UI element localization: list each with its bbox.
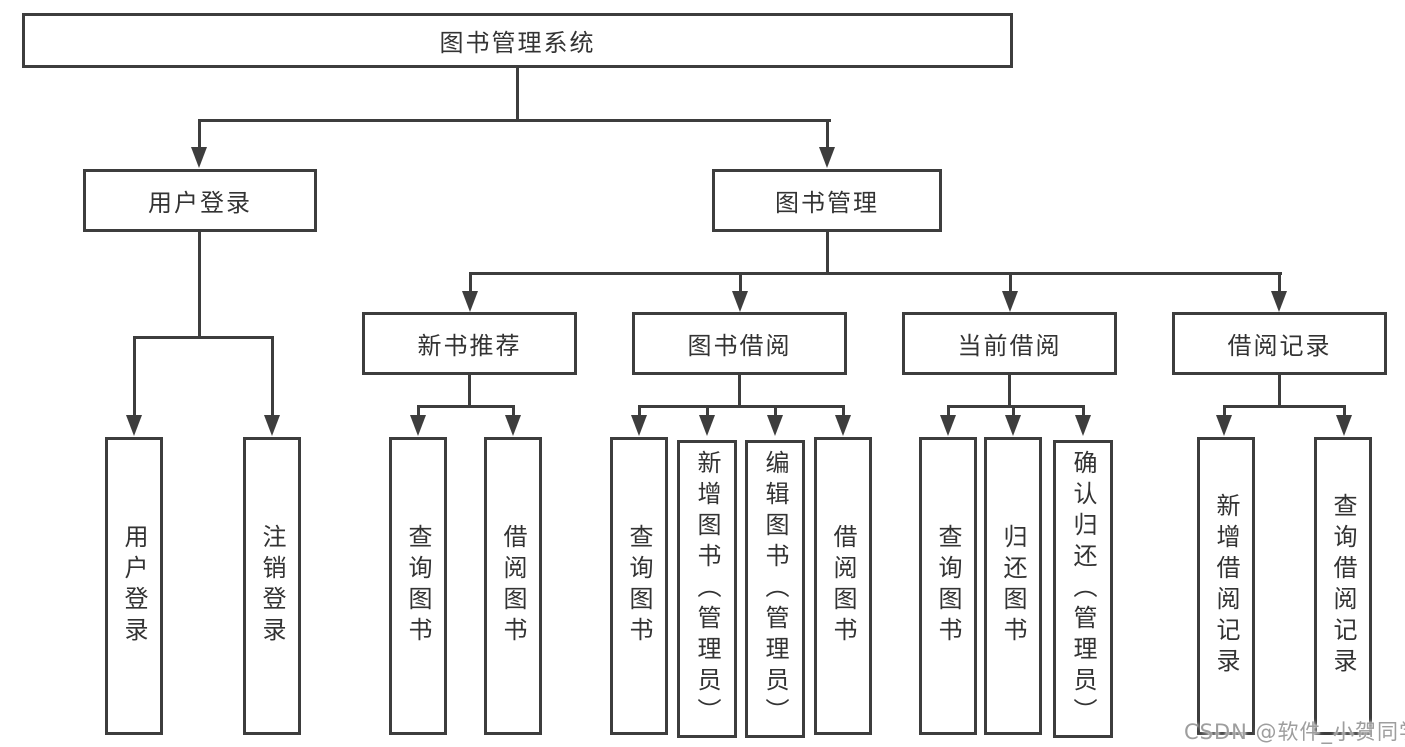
leaf-user-login-label: 用户登录: [120, 524, 148, 648]
node-book-mgmt-label: 图书管理: [775, 189, 879, 217]
arrowhead-to-current-borrow: [1002, 272, 1018, 312]
arrowhead-to-logout-leaf: [264, 336, 280, 436]
leaf-bb-edit-book-admin: 编辑图书（管理员）: [745, 440, 805, 738]
arrowhead-to-new-book: [462, 272, 478, 312]
node-current-borrow: 当前借阅: [902, 312, 1117, 375]
node-user-login: 用户登录: [83, 169, 317, 232]
connector-new-book-hline: [417, 405, 514, 408]
leaf-bb-query-book: 查询图书: [610, 437, 668, 735]
leaf-cb-return-book: 归还图书: [984, 437, 1042, 735]
connector-borrow-record-stem: [1278, 374, 1281, 407]
arrowhead-bb-edit: [767, 405, 783, 436]
connector-root-stem: [516, 67, 519, 120]
arrowhead-to-book-mgmt: [819, 119, 835, 168]
node-user-login-label: 用户登录: [148, 189, 252, 217]
node-new-book-recommend-label: 新书推荐: [417, 332, 522, 360]
leaf-nb-borrow-book: 借阅图书: [484, 437, 542, 735]
node-root: 图书管理系统: [22, 13, 1013, 68]
node-borrow-record-label: 借阅记录: [1227, 332, 1332, 360]
leaf-bb-borrow-book-label: 借阅图书: [829, 524, 857, 648]
connector-borrow-record-hline: [1224, 405, 1345, 408]
leaf-bb-edit-book-admin-label: 编辑图书（管理员）: [761, 449, 789, 729]
watermark: CSDN @软件_小贺同学: [1184, 720, 1405, 744]
connector-user-login-hline: [133, 336, 274, 339]
leaf-br-add-record: 新增借阅记录: [1197, 437, 1255, 735]
arrowhead-br-add: [1216, 405, 1232, 436]
leaf-cb-confirm-return-admin: 确认归还（管理员）: [1053, 440, 1113, 738]
connector-level3-hline: [469, 272, 1282, 275]
node-book-borrow: 图书借阅: [632, 312, 847, 375]
node-book-mgmt: 图书管理: [712, 169, 942, 232]
leaf-nb-query-book-label: 查询图书: [404, 524, 432, 648]
leaf-cb-query-book-label: 查询图书: [934, 524, 962, 648]
leaf-logout: 注销登录: [243, 437, 301, 735]
connector-user-login-stem: [198, 231, 201, 338]
leaf-cb-return-book-label: 归还图书: [999, 524, 1027, 648]
leaf-user-login: 用户登录: [105, 437, 163, 735]
arrowhead-to-login-leaf: [126, 336, 142, 436]
leaf-nb-query-book: 查询图书: [389, 437, 447, 735]
arrowhead-bb-borrow: [835, 405, 851, 436]
node-book-borrow-label: 图书借阅: [687, 332, 792, 360]
connector-book-mgmt-stem: [826, 231, 829, 274]
arrowhead-br-query: [1336, 405, 1352, 436]
connector-book-borrow-hline: [638, 405, 844, 408]
connector-new-book-stem: [468, 374, 471, 407]
connector-current-borrow-stem: [1008, 374, 1011, 407]
arrowhead-to-book-borrow: [732, 272, 748, 312]
node-root-label: 图书管理系统: [439, 29, 596, 57]
arrowhead-bb-query: [631, 405, 647, 436]
connector-current-borrow-hline: [947, 405, 1084, 408]
leaf-br-query-record: 查询借阅记录: [1314, 437, 1372, 735]
arrowhead-nb-borrow: [505, 405, 521, 436]
leaf-cb-confirm-return-admin-label: 确认归还（管理员）: [1069, 449, 1097, 729]
connector-level2-hline: [198, 119, 831, 122]
node-current-borrow-label: 当前借阅: [957, 332, 1062, 360]
leaf-br-add-record-label: 新增借阅记录: [1212, 493, 1240, 679]
leaf-bb-query-book-label: 查询图书: [625, 524, 653, 648]
arrowhead-bb-add: [699, 405, 715, 436]
arrowhead-cb-confirm: [1075, 405, 1091, 436]
node-new-book-recommend: 新书推荐: [362, 312, 577, 375]
leaf-bb-add-book-admin: 新增图书（管理员）: [677, 440, 737, 738]
arrowhead-nb-query: [410, 405, 426, 436]
leaf-br-query-record-label: 查询借阅记录: [1329, 493, 1357, 679]
connector-book-borrow-stem: [738, 374, 741, 407]
arrowhead-to-borrow-record: [1271, 272, 1287, 312]
arrowhead-cb-query: [940, 405, 956, 436]
leaf-bb-add-book-admin-label: 新增图书（管理员）: [693, 449, 721, 729]
leaf-cb-query-book: 查询图书: [919, 437, 977, 735]
node-borrow-record: 借阅记录: [1172, 312, 1387, 375]
leaf-nb-borrow-book-label: 借阅图书: [499, 524, 527, 648]
arrowhead-cb-return: [1005, 405, 1021, 436]
arrowhead-to-user-login: [191, 119, 207, 168]
leaf-logout-label: 注销登录: [258, 524, 286, 648]
leaf-bb-borrow-book: 借阅图书: [814, 437, 872, 735]
